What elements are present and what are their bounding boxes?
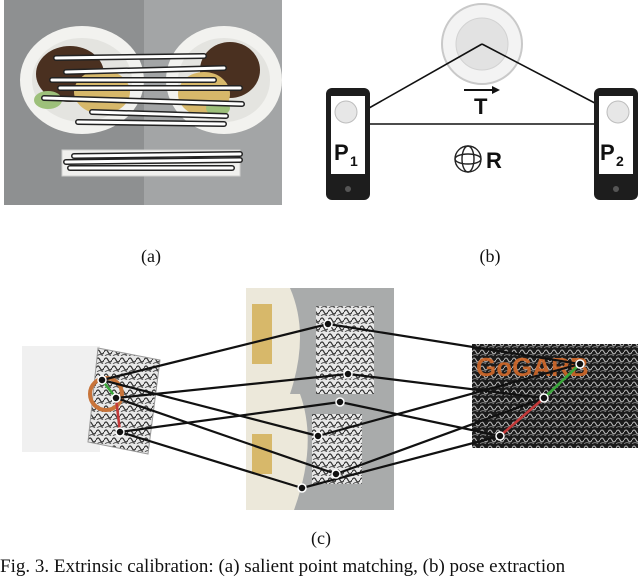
food-noodles-left xyxy=(74,70,130,114)
center-bottom-plate xyxy=(246,394,308,510)
pose-lines xyxy=(361,43,613,125)
center-bottom-noodles xyxy=(252,434,272,474)
figure-panel-c: GoGARB xyxy=(0,284,640,516)
pose-left-label: P xyxy=(334,140,349,165)
rotation-globe-icon xyxy=(454,145,482,173)
pose-right-label: P xyxy=(600,140,615,165)
panel-a-label: (a) xyxy=(141,246,161,266)
phone-left-icon xyxy=(326,88,370,200)
right-texture-image xyxy=(472,344,638,448)
figure-panel-b: T R P 1 P 2 xyxy=(316,0,640,205)
keypoints xyxy=(97,319,585,493)
left-red-segment xyxy=(114,397,122,433)
center-top-card xyxy=(316,306,374,394)
figure-panel-a xyxy=(4,0,282,205)
pose-right-subscript: 2 xyxy=(616,153,624,169)
pose-extraction-diagram: T R P 1 P 2 xyxy=(326,3,638,200)
rotation-label: R xyxy=(486,148,502,173)
right-green-segment xyxy=(543,363,581,399)
translation-arrow-icon xyxy=(464,86,500,94)
matching-lines xyxy=(41,53,245,171)
left-image-background xyxy=(22,346,100,452)
correspondence-lines xyxy=(101,322,581,490)
panel-b-label: (b) xyxy=(479,246,501,266)
panel-c-label: (c) xyxy=(311,528,331,548)
right-red-segment xyxy=(499,397,545,437)
translation-label: T xyxy=(474,94,488,119)
pose-left-subscript: 1 xyxy=(350,153,358,169)
salient-point-matching-photo xyxy=(4,0,282,205)
phone-right-icon xyxy=(594,88,638,200)
feature-correspondence-figure: GoGARB xyxy=(22,288,638,510)
figure-caption: Fig. 3. Extrinsic calibration: (a) salie… xyxy=(0,556,566,577)
center-top-noodles xyxy=(252,304,272,364)
